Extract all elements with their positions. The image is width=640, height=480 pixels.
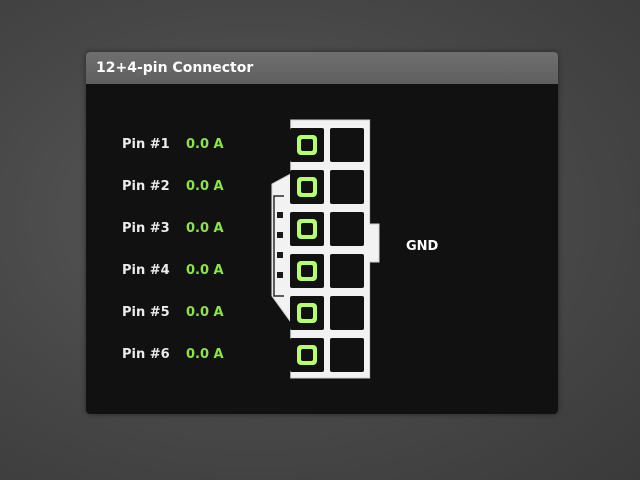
pin-row-5: Pin #5 0.0 A [122,302,224,322]
pin-current-value: 0.0 A [186,220,224,236]
pin-label: Pin #5 [122,304,170,320]
panel-header: 12+4-pin Connector [86,52,558,84]
pin-current-value: 0.0 A [186,304,224,320]
sense-pin-icon [277,232,283,238]
pin-socket-3 [290,212,324,246]
pin-row-1: Pin #1 0.0 A [122,134,224,154]
pin-socket-6 [290,338,324,372]
pin-row-6: Pin #6 0.0 A [122,344,224,364]
pin-current-value: 0.0 A [186,136,224,152]
pin-socket-5 [290,296,324,330]
pin-socket-4 [290,254,324,288]
pin-label: Pin #1 [122,136,170,152]
pin-label: Pin #2 [122,178,170,194]
pin-label: Pin #6 [122,346,170,362]
gnd-socket [330,254,364,288]
connector-diagram [271,119,380,379]
sense-bracket [273,195,284,297]
pin-row-2: Pin #2 0.0 A [122,176,224,196]
sense-pin-icon [277,272,283,278]
gnd-socket [330,128,364,162]
pin-label: Pin #4 [122,262,170,278]
pin-current-value: 0.0 A [186,262,224,278]
pin-socket-2 [290,170,324,204]
gnd-socket [330,212,364,246]
gnd-socket [330,296,364,330]
connector-panel: 12+4-pin Connector Pin #1 0.0 A Pin #2 0… [86,52,558,414]
panel-title: 12+4-pin Connector [96,60,254,76]
gnd-socket [330,170,364,204]
pin-row-4: Pin #4 0.0 A [122,260,224,280]
pin-socket-1 [290,128,324,162]
pin-row-3: Pin #3 0.0 A [122,218,224,238]
gnd-label: GND [406,239,439,254]
pin-current-value: 0.0 A [186,346,224,362]
gnd-socket [330,338,364,372]
sense-pin-icon [277,252,283,258]
sense-pin-icon [277,212,283,218]
pin-current-value: 0.0 A [186,178,224,194]
pin-label: Pin #3 [122,220,170,236]
